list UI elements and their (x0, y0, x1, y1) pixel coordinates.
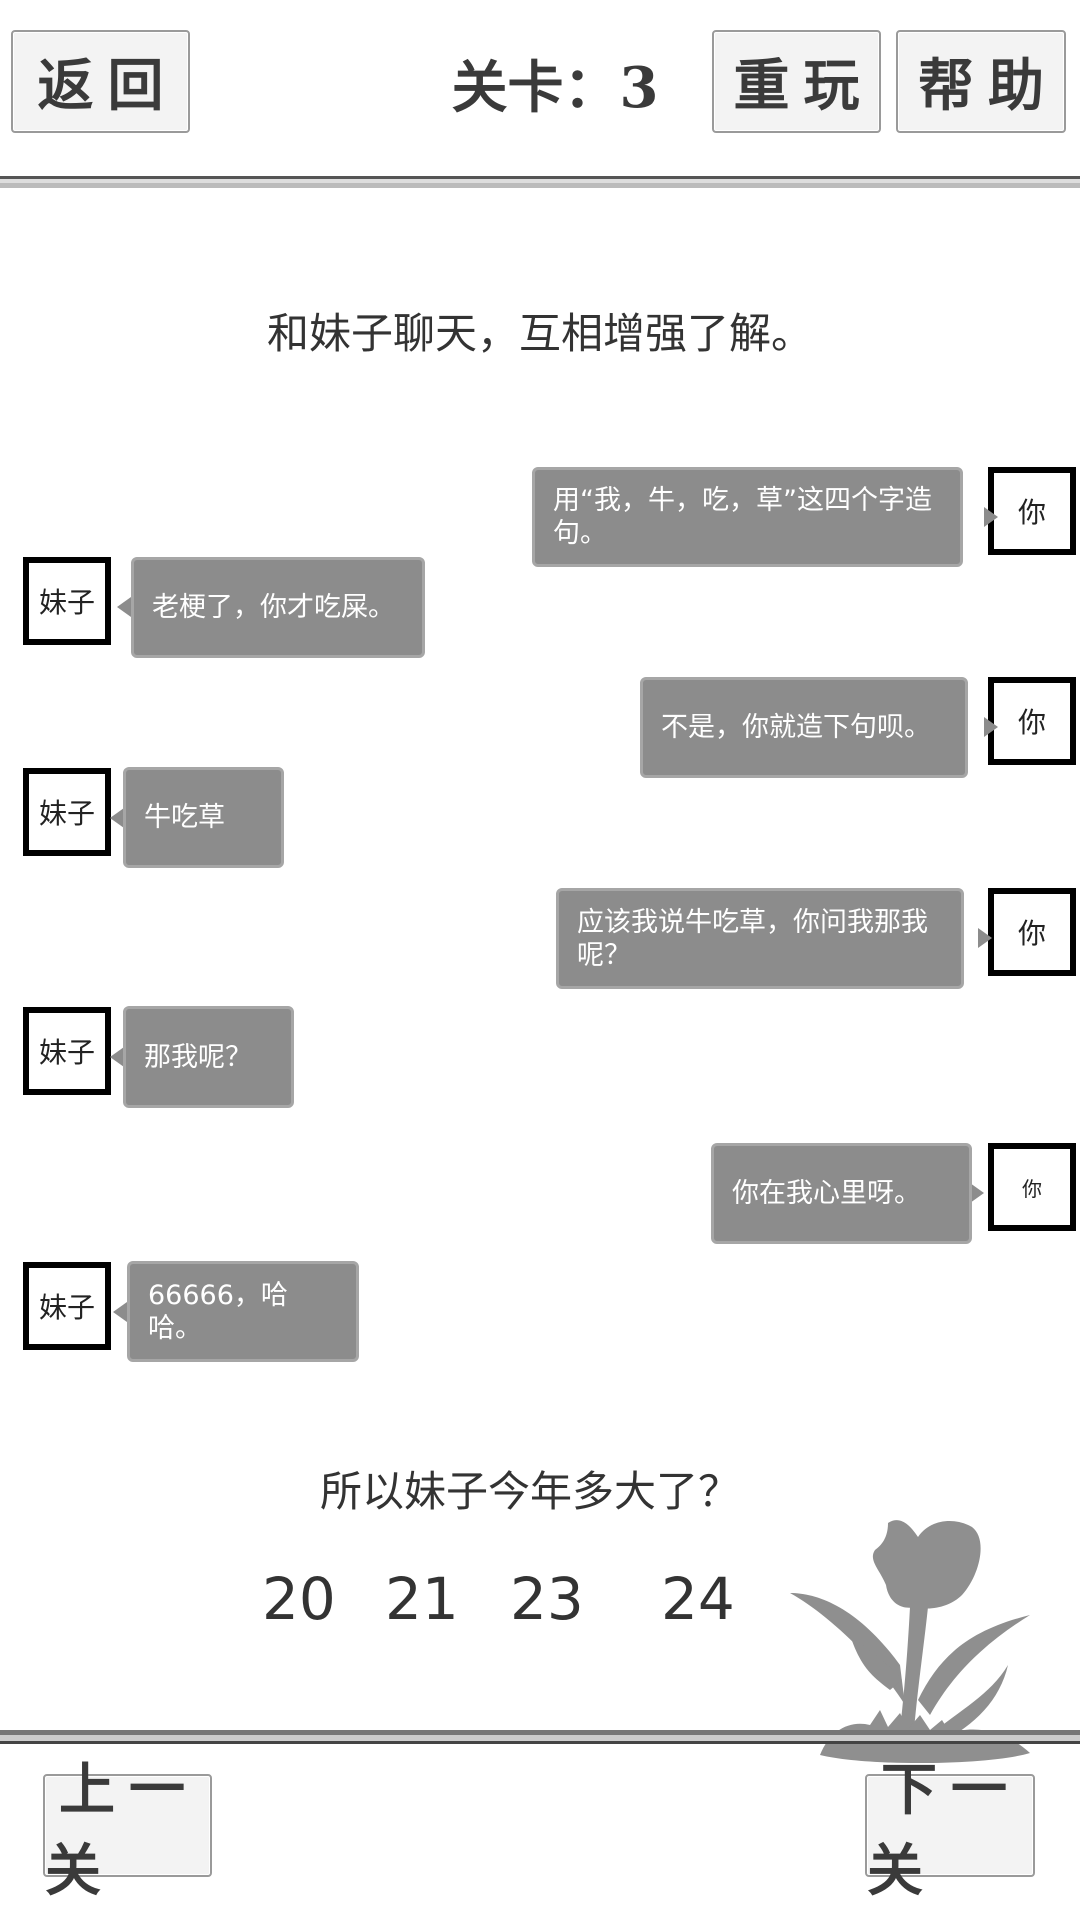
bubble-tail (984, 507, 998, 527)
bubble-tail (978, 928, 992, 948)
chat-bubble-you: 不是，你就造下句呗。 (640, 677, 968, 778)
answer-option[interactable]: 20 (262, 1565, 336, 1633)
intro-text: 和妹子聊天，互相增强了解。 (266, 309, 813, 358)
bubble-tail (117, 597, 131, 617)
answer-option[interactable]: 23 (510, 1565, 584, 1633)
chat-bubble-girl: 那我呢？ (123, 1006, 294, 1108)
avatar-girl[interactable]: 妹子 (23, 557, 111, 645)
level-title: 关卡：3 (451, 54, 659, 121)
next-level-button[interactable]: 下一关 (865, 1757, 1035, 1904)
avatar-you[interactable]: 你 (988, 888, 1076, 976)
bubble-tail (113, 1302, 127, 1322)
bubble-tail (110, 808, 124, 828)
help-button[interactable]: 帮助 (896, 30, 1066, 133)
avatar-you[interactable]: 你 (988, 1143, 1076, 1231)
bubble-tail (110, 1047, 124, 1067)
chat-bubble-you: 用“我，牛，吃，草”这四个字造句。 (532, 467, 963, 567)
chat-bubble-you: 你在我心里呀。 (711, 1143, 972, 1244)
chat-bubble-girl: 66666，哈哈。 (127, 1261, 359, 1362)
answer-option[interactable]: 24 (661, 1565, 735, 1633)
chat-bubble-you: 应该我说牛吃草，你问我那我呢？ (556, 888, 964, 989)
answer-option[interactable]: 21 (385, 1565, 459, 1633)
question-text: 所以妹子今年多大了？ (319, 1467, 740, 1516)
replay-button[interactable]: 重玩 (712, 30, 881, 133)
header-divider (0, 176, 1080, 188)
avatar-girl[interactable]: 妹子 (23, 768, 111, 856)
back-button[interactable]: 返回 (11, 30, 190, 133)
avatar-girl[interactable]: 妹子 (23, 1262, 111, 1350)
bubble-tail (984, 717, 998, 737)
avatar-girl[interactable]: 妹子 (23, 1007, 111, 1095)
previous-level-button[interactable]: 上一关 (43, 1757, 212, 1904)
tulip-icon (790, 1520, 1030, 1764)
chat-bubble-girl: 老梗了，你才吃屎。 (131, 557, 425, 658)
footer-divider (0, 1730, 1080, 1744)
chat-bubble-girl: 牛吃草 (123, 767, 284, 868)
avatar-you[interactable]: 你 (988, 467, 1076, 555)
avatar-you[interactable]: 你 (988, 677, 1076, 765)
bubble-tail (970, 1183, 984, 1203)
